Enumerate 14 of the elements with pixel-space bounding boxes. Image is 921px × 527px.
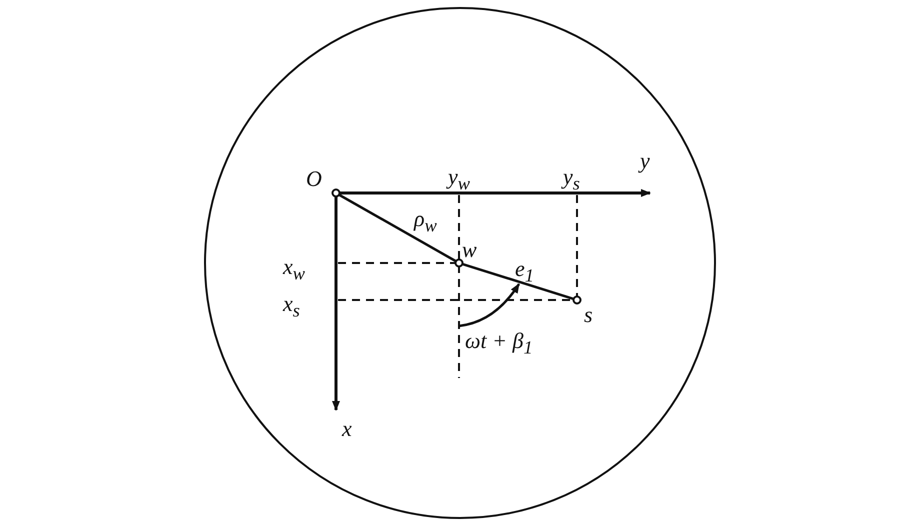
angle-label: ωt + β$_{1}$	[465, 330, 533, 357]
coordinate-label: x$_{s}$	[283, 293, 300, 320]
coordinate-label: y$_{w}$	[448, 166, 470, 193]
line-segment	[462, 263, 574, 300]
coordinate-label: y$_{s}$	[563, 166, 580, 193]
line-segment	[338, 194, 456, 262]
axis-label: x	[342, 418, 352, 440]
point-label: s	[584, 304, 593, 326]
point-label: O	[306, 168, 322, 190]
point-label: w	[462, 239, 477, 261]
axis-label: y	[640, 150, 650, 172]
coordinate-label: x$_{w}$	[283, 256, 305, 283]
edge-label: ρ$_{w}$	[414, 208, 437, 235]
edge-label: e$_{1}$	[515, 258, 534, 285]
